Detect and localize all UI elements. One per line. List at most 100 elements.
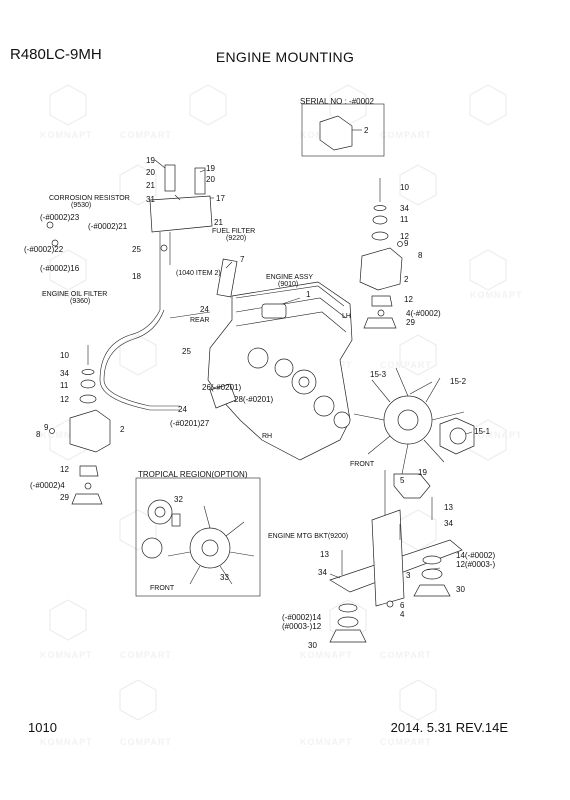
callout: 21	[214, 218, 223, 227]
svg-text:COMPART: COMPART	[120, 650, 172, 660]
svg-text:KOMNAPT: KOMNAPT	[40, 290, 93, 300]
callout: 15-1	[474, 427, 491, 436]
callout: 25	[182, 347, 191, 356]
callout: 17	[216, 194, 225, 203]
callout: (-#0201)27	[170, 419, 210, 428]
corrosion-resistor-label: CORROSION RESISTOR	[49, 195, 130, 202]
callout: 24	[178, 405, 187, 414]
callout: 29	[406, 318, 415, 327]
tropical-title: TROPICAL REGION(OPTION)	[138, 470, 248, 479]
callout: 10	[400, 183, 409, 192]
page-title: ENGINE MOUNTING	[215, 49, 355, 65]
callout: 31	[146, 195, 155, 204]
callout: 12(#0003-)	[456, 560, 495, 569]
callout: 30	[308, 641, 317, 650]
callout: 9	[404, 239, 409, 248]
callout: 3	[406, 571, 411, 580]
svg-text:KOMNAPT: KOMNAPT	[40, 737, 93, 747]
callout: 13	[320, 550, 329, 559]
svg-text:COMPART: COMPART	[120, 130, 172, 140]
callout: (#0003-)12	[282, 622, 322, 631]
callout: 11	[60, 381, 69, 390]
callout-2-inset: 2	[364, 126, 369, 135]
callout: 12	[400, 232, 409, 241]
callout: 34	[60, 369, 69, 378]
svg-text:COMPART: COMPART	[120, 737, 172, 747]
callout: 30	[456, 585, 465, 594]
rear-label: REAR	[190, 317, 209, 324]
rh-label: RH	[262, 433, 272, 440]
callout: 19	[418, 468, 427, 477]
callout: 2	[404, 275, 409, 284]
callout: 1	[306, 290, 311, 299]
callout: 8	[418, 251, 423, 260]
callout: 7	[240, 255, 245, 264]
cooling-fan	[353, 367, 475, 475]
callout: 20	[146, 168, 155, 177]
svg-text:KOMNAPT: KOMNAPT	[40, 650, 93, 660]
revision-stamp: 2014. 5.31 REV.14E	[390, 720, 508, 735]
model-code: R480LC-9MH	[10, 46, 102, 63]
tropical-front-label: FRONT	[150, 585, 175, 592]
engine-assy-code: (9010)	[278, 281, 298, 288]
callout: 6	[400, 601, 405, 610]
callout: 34	[444, 519, 453, 528]
callout-5-hexagon	[393, 473, 431, 499]
oil-filter-label: ENGINE OIL FILTER	[42, 291, 107, 298]
callout: 4	[400, 610, 405, 619]
svg-text:COMPART: COMPART	[380, 737, 432, 747]
callout-numbers: 19 20 19 20 21 31 17 21 (-#0002)23 (-#00…	[24, 156, 495, 650]
callout: (-#0002)23	[40, 213, 80, 222]
mount-bracket-shape	[319, 115, 353, 151]
svg-text:KOMNAPT: KOMNAPT	[300, 737, 353, 747]
callout: 8	[36, 430, 41, 439]
callout: 24	[200, 305, 209, 314]
lh-label: LH	[342, 313, 351, 320]
front-label: FRONT	[350, 461, 375, 468]
callout: 21	[146, 181, 155, 190]
mtg-bkt-label: ENGINE MTG BKT(9200)	[268, 533, 348, 540]
part-notes: CORROSION RESISTOR (9530) FUEL FILTER (9…	[42, 195, 375, 592]
callout: 29	[60, 493, 69, 502]
callout: 18	[132, 272, 141, 281]
callout: 11	[400, 215, 409, 224]
leader-lines	[154, 159, 473, 579]
callout: (-#0002)22	[24, 245, 64, 254]
serial-inset: SERIAL NO : -#0002 2	[300, 97, 385, 157]
item2-note: (1040 ITEM 2)	[176, 270, 221, 277]
watermark-layer: KOMNAPT COMPART KOMNAPT COMPART KOMNAPT …	[40, 84, 523, 747]
callout: 28(-#0201)	[234, 395, 273, 404]
left-mount-stack	[49, 345, 111, 505]
filter-bracket-assembly	[46, 164, 238, 411]
svg-text:KOMNAPT: KOMNAPT	[470, 290, 523, 300]
callout: 15-3	[370, 370, 387, 379]
callout: 9	[44, 423, 49, 432]
svg-text:KOMNAPT: KOMNAPT	[300, 650, 353, 660]
callout: 34	[318, 568, 327, 577]
engine-assy-label: ENGINE ASSY	[266, 274, 313, 281]
engine-mtg-bracket	[329, 470, 463, 643]
corrosion-resistor-code: (9530)	[71, 202, 91, 209]
svg-text:COMPART: COMPART	[380, 130, 432, 140]
callout: 15-2	[450, 377, 467, 386]
callout: 12	[404, 295, 413, 304]
callout: 13	[444, 503, 453, 512]
callout: 20	[206, 175, 215, 184]
callout-5: 5	[400, 476, 405, 485]
callout: 2	[120, 425, 125, 434]
right-mount-stack	[359, 178, 403, 329]
callout: (-#0002)16	[40, 264, 80, 273]
fuel-filter-label: FUEL FILTER	[212, 228, 255, 235]
engine-assembly	[207, 281, 353, 461]
tropical-inset	[135, 477, 261, 597]
svg-text:KOMNAPT: KOMNAPT	[470, 430, 523, 440]
callout: 12	[60, 395, 69, 404]
page-number: 1010	[28, 720, 57, 735]
svg-text:KOMNAPT: KOMNAPT	[40, 430, 93, 440]
svg-text:KOMNAPT: KOMNAPT	[40, 130, 93, 140]
callout: (-#0002)4	[30, 481, 65, 490]
callout-32: 32	[174, 495, 183, 504]
callout: 14(-#0002)	[456, 551, 495, 560]
callout: 25	[132, 245, 141, 254]
